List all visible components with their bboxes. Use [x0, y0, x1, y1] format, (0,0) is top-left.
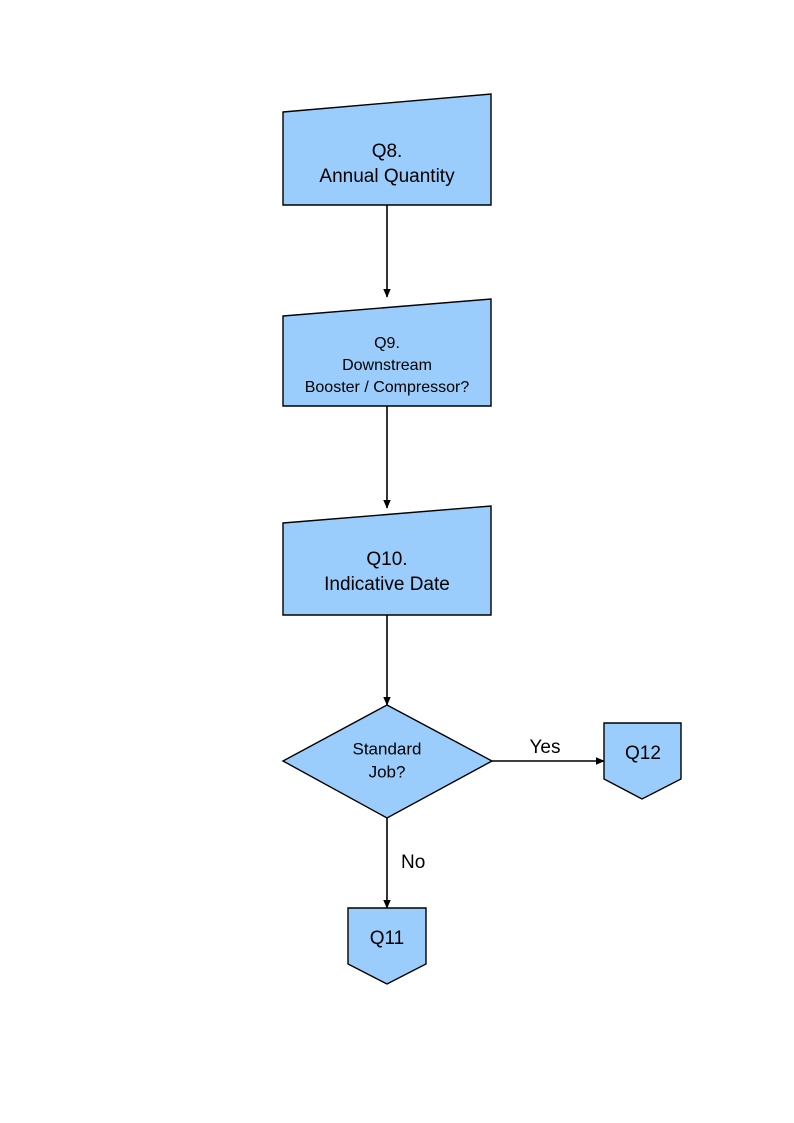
node-q10[interactable]: Q10. Indicative Date	[282, 505, 492, 616]
q11-shape[interactable]	[347, 907, 427, 985]
node-q11[interactable]: Q11	[347, 907, 427, 985]
q10-shape[interactable]	[282, 505, 492, 616]
edge-label-yes: Yes	[530, 737, 561, 758]
q9-label-line1: Q9.	[374, 335, 400, 352]
q10-label-line1: Q10.	[366, 549, 407, 570]
node-q8[interactable]: Q8. Annual Quantity	[282, 93, 492, 206]
standard-job-label-line2: Job?	[369, 762, 406, 781]
edge-label-no: No	[401, 852, 425, 873]
q8-label-line1: Q8.	[372, 141, 403, 162]
connector-standard-job-to-q12: Yes	[492, 737, 605, 765]
q12-label: Q12	[625, 743, 661, 764]
connector-standard-job-to-q11: No	[383, 818, 425, 909]
q8-label-line2: Annual Quantity	[319, 166, 455, 187]
q9-shape[interactable]	[282, 298, 492, 407]
standard-job-label-line1: Standard	[353, 739, 422, 758]
q9-label-line2: Downstream	[342, 357, 432, 374]
q11-label: Q11	[370, 928, 405, 949]
q8-shape[interactable]	[282, 93, 492, 206]
q9-label-line3: Booster / Compressor?	[305, 379, 470, 396]
node-q9[interactable]: Q9. Downstream Booster / Compressor?	[282, 298, 492, 407]
q12-shape[interactable]	[603, 722, 682, 800]
standard-job-shape[interactable]	[281, 704, 494, 819]
node-standard-job[interactable]: Standard Job?	[281, 704, 494, 819]
q10-label-line2: Indicative Date	[324, 574, 450, 595]
node-q12[interactable]: Q12	[603, 722, 682, 800]
